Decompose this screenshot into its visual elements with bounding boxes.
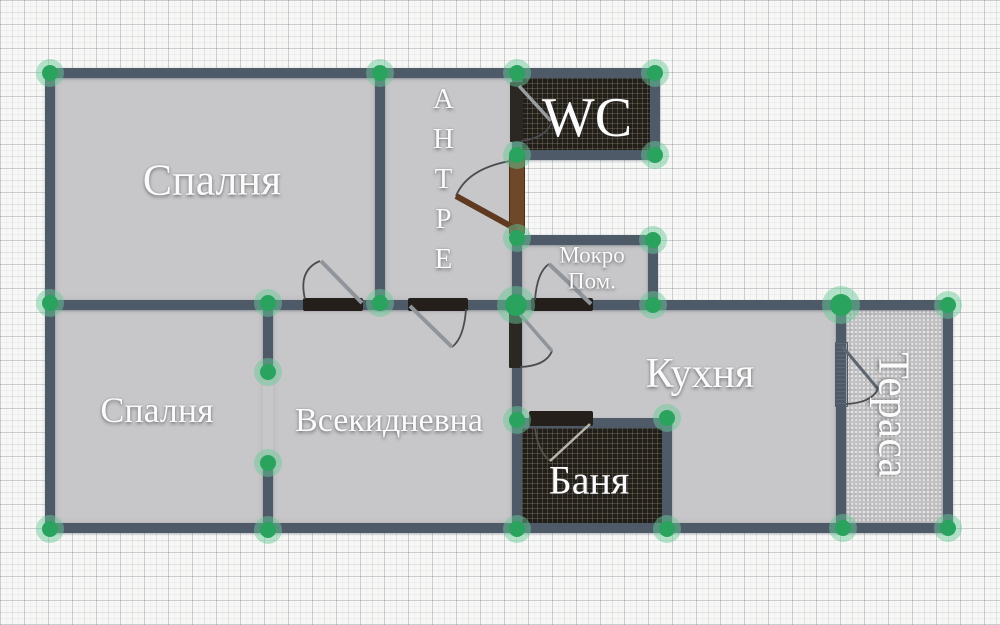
room-mokro-floor[interactable] — [522, 245, 648, 300]
wall-wc-right[interactable] — [650, 68, 660, 160]
door-entrance-swing[interactable] — [454, 159, 518, 232]
wall-mokro-top[interactable] — [512, 235, 658, 245]
wall-mokro-right[interactable] — [648, 235, 658, 310]
vertex-handle[interactable] — [509, 521, 525, 537]
door-bedroom-top-swing[interactable] — [302, 259, 364, 305]
room-bedroom-bottom-floor[interactable] — [55, 310, 263, 523]
wall-outer-bottom[interactable] — [45, 523, 953, 533]
vertex-handle[interactable] — [659, 521, 675, 537]
wall-bedrooms-divider-lower[interactable] — [263, 458, 273, 533]
vertex-handle[interactable] — [645, 232, 661, 248]
room-terrace-floor[interactable] — [846, 310, 943, 523]
door-bedroom-top-lintel[interactable] — [303, 298, 363, 311]
vertex-handle[interactable] — [42, 65, 58, 81]
door-mokro-lintel[interactable] — [531, 298, 593, 311]
vertex-handle[interactable] — [830, 294, 852, 316]
vertex-handle[interactable] — [659, 410, 675, 426]
vertex-handle[interactable] — [372, 295, 388, 311]
vertex-handle[interactable] — [940, 297, 956, 313]
door-kitchen-panel[interactable] — [509, 309, 522, 368]
door-mokro-swing[interactable] — [534, 262, 593, 306]
room-antre-floor[interactable] — [385, 78, 512, 300]
vertex-handle[interactable] — [509, 412, 525, 428]
wall-outer-right[interactable] — [943, 300, 953, 533]
vertex-handle[interactable] — [647, 65, 663, 81]
wall-outer-top[interactable] — [45, 68, 660, 78]
vertex-handle[interactable] — [940, 520, 956, 536]
vertex-handle[interactable] — [505, 294, 527, 316]
vertex-handle[interactable] — [42, 521, 58, 537]
vertex-handle[interactable] — [260, 364, 276, 380]
door-banya-lintel[interactable] — [529, 411, 593, 426]
door-wc-swing[interactable] — [517, 84, 553, 142]
room-living-floor[interactable] — [273, 310, 512, 523]
door-living-lintel[interactable] — [408, 298, 468, 311]
wall-bedroom-antre[interactable] — [375, 68, 385, 310]
wall-wc-bottom[interactable] — [512, 150, 660, 160]
door-living-swing[interactable] — [408, 304, 467, 349]
vertex-handle[interactable] — [260, 455, 276, 471]
vertex-handle[interactable] — [645, 297, 661, 313]
vertex-handle[interactable] — [260, 295, 276, 311]
wall-terrace-left[interactable] — [836, 300, 846, 533]
door-banya-swing[interactable] — [534, 423, 591, 462]
wall-bedrooms-divider-upper[interactable] — [263, 300, 273, 377]
wall-mid-horizontal[interactable] — [45, 300, 953, 310]
vertex-handle[interactable] — [260, 522, 276, 538]
vertex-handle[interactable] — [835, 520, 851, 536]
wall-banya-right[interactable] — [662, 413, 672, 533]
door-wc-panel[interactable] — [510, 82, 523, 142]
door-terrace-panel[interactable] — [835, 342, 848, 407]
vertex-handle[interactable] — [647, 147, 663, 163]
vertex-handle[interactable] — [509, 65, 525, 81]
vertex-handle[interactable] — [372, 65, 388, 81]
vertex-handle[interactable] — [42, 295, 58, 311]
vertex-handle[interactable] — [509, 147, 525, 163]
room-banya-floor[interactable] — [522, 428, 662, 523]
wall-opening-passage — [263, 377, 273, 458]
door-terrace-swing[interactable] — [840, 345, 880, 405]
door-kitchen-swing[interactable] — [516, 310, 554, 368]
vertex-handle[interactable] — [509, 230, 525, 246]
